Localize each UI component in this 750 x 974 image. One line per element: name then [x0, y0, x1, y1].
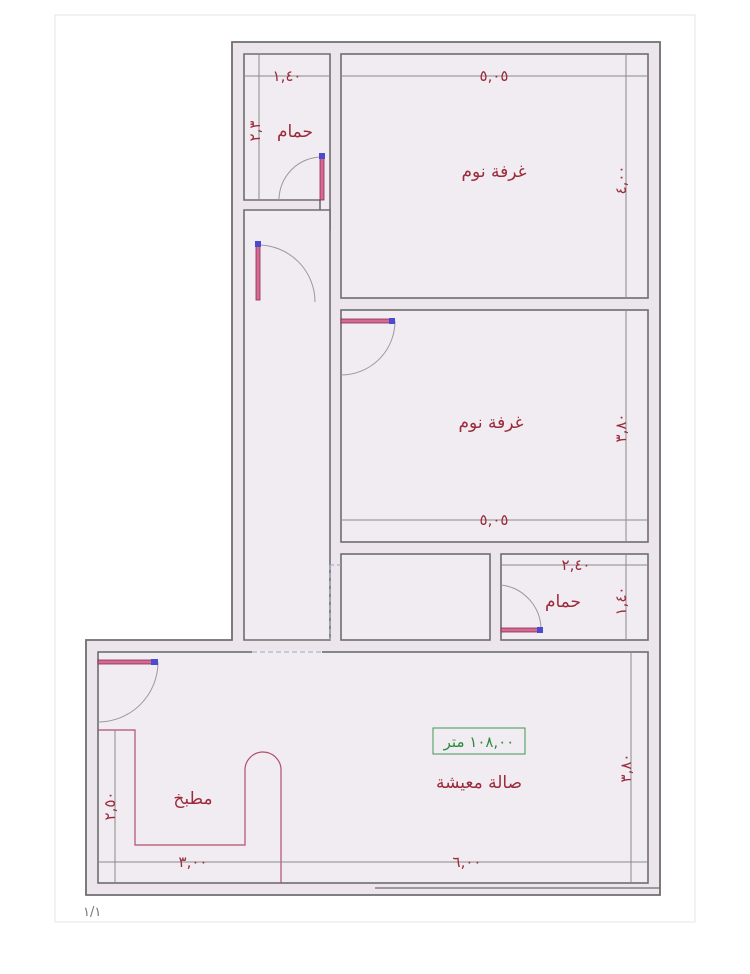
door-corridor[interactable]	[255, 241, 316, 303]
bath1-height: ٢,٣	[246, 121, 264, 142]
door-bath2[interactable]	[500, 584, 543, 633]
bedroom1-height: ٤,٠٠	[612, 166, 630, 195]
door-bath1[interactable]	[278, 153, 325, 201]
door-bedroom2[interactable]	[340, 318, 396, 376]
living-label: صالة معيشة	[436, 773, 522, 793]
bedroom2-width: ٥,٠٥	[480, 511, 509, 529]
kitchen-counter	[98, 729, 282, 883]
bath1-width: ١,٤٠	[273, 67, 302, 85]
storage	[340, 553, 491, 641]
page-number: ١/١	[83, 905, 101, 920]
kitchen-label: مطبخ	[173, 789, 212, 809]
bedroom2-label: غرفة نوم	[459, 413, 524, 433]
bath2-height: ١,٤٠	[612, 587, 630, 616]
living-width: ٦,٠٠	[453, 853, 482, 871]
bathroom-2	[500, 553, 649, 641]
bedroom-2	[340, 309, 649, 543]
bath2-width: ٢,٤٠	[562, 556, 591, 574]
door-entrance[interactable]	[97, 659, 159, 723]
total-area: ١٠٨,٠٠ متر	[443, 733, 515, 751]
bedroom1-width: ٥,٠٥	[480, 67, 509, 85]
kitchen-width: ٣,٠٠	[179, 853, 208, 871]
kitchen-height: ٢,٥٠	[101, 792, 119, 821]
bedroom2-height: ٣,٨٠	[612, 414, 630, 443]
bath1-label: حمام	[277, 122, 313, 142]
area-box	[432, 727, 526, 755]
living-height: ٣,٨٠	[617, 754, 635, 783]
living-room	[97, 651, 649, 884]
dimension-lines	[98, 54, 648, 883]
bath2-label: حمام	[545, 592, 581, 612]
bedroom-1	[340, 53, 649, 299]
bedroom1-label: غرفة نوم	[462, 162, 527, 182]
